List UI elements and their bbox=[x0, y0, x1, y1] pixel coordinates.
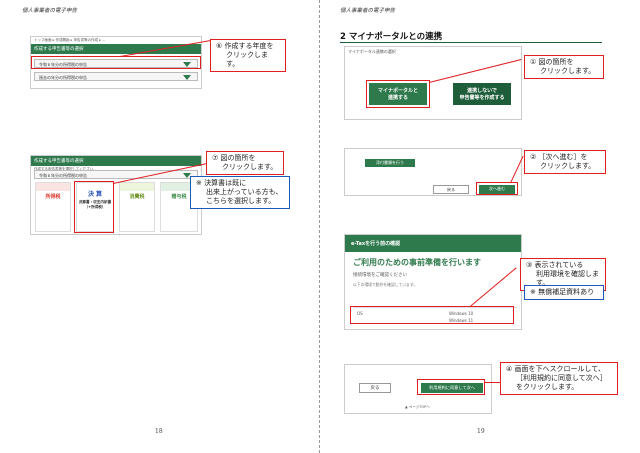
os-row: OS Windows 10 Windows 11 bbox=[353, 307, 517, 325]
card-kessan-sub: （+所得税） bbox=[84, 205, 106, 209]
section-bar: 作成する申告書等の選択 bbox=[31, 156, 201, 166]
note-line1: ※ 決算書は既に bbox=[196, 179, 247, 187]
highlight-mynaportal-button bbox=[366, 80, 430, 108]
card-gift-label: 贈与税 bbox=[171, 194, 187, 200]
note-line2: 出来上がっている方も、 bbox=[206, 188, 283, 196]
callout-step2: ② ［次へ進む］を クリックします。 bbox=[524, 150, 606, 174]
callout-step2-line1: ② ［次へ進む］を bbox=[530, 153, 588, 161]
page-number-right: 19 bbox=[477, 428, 485, 435]
card-kessan-label: 決算書・収支内訳書 bbox=[78, 200, 112, 204]
etax-check-screenshot: e-Taxを行う前の確認 ご利用のための事前準備を行います 接続環境をご確認くだ… bbox=[344, 234, 522, 330]
btn-line1: マイナポータルと bbox=[378, 88, 418, 94]
check-sub1: 接続環境をご確認ください bbox=[353, 273, 407, 278]
back-button[interactable]: 戻る bbox=[359, 383, 391, 393]
highlight-agree-button bbox=[417, 379, 485, 395]
running-header-left: 個人事業者の電子申告 bbox=[22, 8, 78, 14]
year-row[interactable]: 令和６年分の所得税の申告 bbox=[34, 170, 198, 179]
callout-step1-line1: ① 図の箇所を bbox=[530, 58, 574, 66]
callout-step3-line2: 利用環境を確認します。 bbox=[536, 270, 599, 287]
page-top-link[interactable]: ▲ ページTOPへ bbox=[405, 405, 430, 409]
callout-step1-line2: クリックします。 bbox=[540, 67, 596, 75]
year-row-past-label: 過去の年分の所得税の申告 bbox=[39, 75, 87, 80]
left-page: 個人事業者の電子申告 トップ画面 ▸ 作成開始 ▸ 申告書等の作成 ▸ ... … bbox=[22, 8, 290, 435]
agree-screenshot: 戻る 利用規約に同意して次へ ▲ ページTOPへ bbox=[344, 364, 492, 414]
callout-step6-line1: ⑥ 作成する年度を bbox=[216, 42, 274, 50]
chevron-down-icon bbox=[183, 75, 191, 80]
card-kessan-head: 決 算 bbox=[87, 191, 103, 198]
section-heading: 2 マイナポータルとの連携 bbox=[340, 32, 443, 42]
section-bar: 作成する申告書等の選択 bbox=[31, 44, 201, 54]
year-row-label: 令和６年分の所得税の申告 bbox=[39, 173, 87, 178]
card-income-tax-label: 所得税 bbox=[45, 194, 61, 200]
shot-title: マイナポータル連携の選択 bbox=[348, 49, 396, 54]
sub-text: 作成する申告書等を選択してください。 bbox=[34, 167, 97, 171]
callout-step6: ⑥ 作成する年度を クリックします。 bbox=[210, 39, 286, 72]
note-kessan: ※ 決算書は既に 出来上がっている方も、 こちらを選択します。 bbox=[190, 176, 290, 209]
year-row-current[interactable]: 令和６年分の所得税の申告 bbox=[34, 59, 198, 68]
download-button[interactable]: 添付書類を行う bbox=[365, 159, 415, 167]
year-select-screenshot: トップ画面 ▸ 作成開始 ▸ 申告書等の作成 ▸ ... 作成する申告書等の選択… bbox=[30, 36, 202, 89]
chevron-down-icon bbox=[183, 62, 191, 67]
agree-next-button[interactable]: 利用規約に同意して次へ bbox=[421, 383, 483, 393]
section-bar: e-Taxを行う前の確認 bbox=[345, 235, 521, 252]
callout-step7: ⑦ 図の箇所を クリックします。 bbox=[206, 151, 284, 175]
year-row-past[interactable]: 過去の年分の所得税の申告 bbox=[34, 72, 198, 81]
callout-step2-line2: クリックします。 bbox=[540, 162, 596, 170]
highlight-os-row bbox=[350, 306, 514, 324]
card-kessan[interactable]: 決 算 決算書・収支内訳書 （+所得税） bbox=[76, 182, 114, 232]
btn-line2: 連携する bbox=[387, 95, 408, 101]
next-button[interactable]: 次へ進む bbox=[479, 185, 515, 194]
form-select-screenshot: 作成する申告書等の選択 作成する申告書等を選択してください。 令和６年分の所得税… bbox=[30, 155, 202, 235]
page-spine bbox=[319, 0, 320, 453]
card-income-tax[interactable]: 所得税 bbox=[35, 182, 71, 232]
callout-step6-line2: クリックします。 bbox=[226, 51, 268, 68]
callout-step1: ① 図の箇所を クリックします。 bbox=[524, 55, 604, 79]
os-value-2: Windows 11 bbox=[449, 318, 474, 323]
breadcrumb: トップ画面 ▸ 作成開始 ▸ 申告書等の作成 ▸ ... bbox=[34, 38, 106, 42]
callout-step4: ④ 画面を下へスクロールして、 ［利用規約に同意して次へ］ をクリックします。 bbox=[500, 362, 618, 395]
card-consumption-label: 消費税 bbox=[129, 194, 145, 200]
callout-step4-line2: ［利用規約に同意して次へ］ bbox=[516, 374, 607, 382]
leader-line bbox=[484, 382, 500, 384]
year-row-current-label: 令和６年分の所得税の申告 bbox=[39, 62, 87, 67]
highlight-kessan-card bbox=[74, 181, 114, 233]
callout-step4-line1: ④ 画面を下へスクロールして、 bbox=[506, 365, 605, 373]
no-link-button[interactable]: 連携しないで 申告書等を作成する bbox=[453, 83, 511, 105]
card-consumption[interactable]: 消費税 bbox=[119, 182, 155, 232]
callout-step3-line1: ③ 表示されている bbox=[526, 261, 584, 269]
check-sub2: 以下の環境で動作を確認しています。 bbox=[353, 282, 418, 287]
mynaportal-link-button[interactable]: マイナポータルと 連携する bbox=[369, 83, 427, 105]
callout-step7-line2: クリックします。 bbox=[222, 163, 278, 171]
check-title: ご利用のための事前準備を行います bbox=[353, 258, 481, 267]
btn-line2: 申告書等を作成する bbox=[459, 95, 505, 101]
os-label: OS bbox=[357, 311, 363, 316]
highlight-year-row bbox=[31, 56, 201, 69]
highlight-next-button bbox=[476, 182, 518, 195]
note-supplement: ※ 無償補足資料あり bbox=[524, 285, 604, 300]
page-number-left: 18 bbox=[155, 428, 163, 435]
next-step-screenshot: 添付書類を行う 戻る 次へ進む bbox=[344, 148, 522, 196]
callout-step7-line1: ⑦ 図の箇所を bbox=[212, 154, 256, 162]
os-value-1: Windows 10 bbox=[449, 311, 474, 316]
running-header-right: 個人事業者の電子申告 bbox=[340, 8, 396, 14]
callout-step4-line3: をクリックします。 bbox=[516, 383, 579, 391]
btn-line1: 連携しないで bbox=[467, 88, 497, 94]
back-button[interactable]: 戻る bbox=[433, 185, 469, 194]
chevron-down-icon bbox=[183, 173, 191, 178]
note-line3: こちらを選択します。 bbox=[206, 197, 276, 205]
heading-rule bbox=[340, 42, 602, 43]
